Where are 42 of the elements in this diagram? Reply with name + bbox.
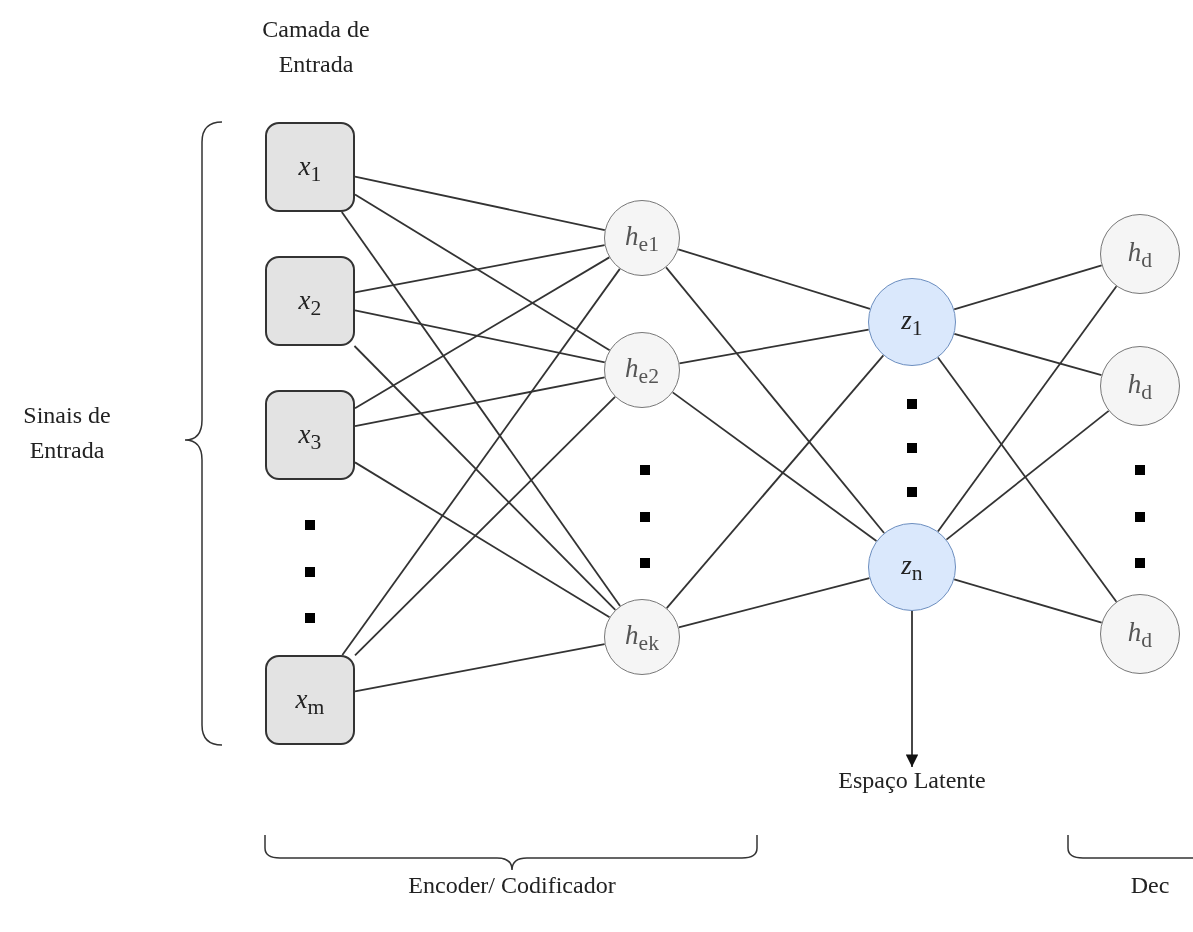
connection-line <box>945 409 1110 541</box>
input-node-box: x$_{1}$ <box>265 122 355 212</box>
layer-title: Camada de Entrada <box>261 15 371 79</box>
connection-line <box>354 193 611 352</box>
input-signals-label: Sinais de Entrada <box>22 401 112 465</box>
neuron-circle: h$_{d}$ <box>1100 594 1180 674</box>
input-node-box: x$_{2}$ <box>265 256 355 346</box>
connection-line <box>671 391 878 542</box>
connection-line <box>354 244 606 294</box>
connection-line <box>953 578 1103 624</box>
connection-line <box>937 285 1118 533</box>
connection-line <box>937 356 1118 603</box>
arrow <box>905 610 919 768</box>
connection-line <box>677 248 871 310</box>
connection-line <box>353 345 617 611</box>
encoder-label: Encoder/ Codificador <box>407 871 617 900</box>
neuron-circle: h$_{e1}$ <box>604 200 680 276</box>
neuron-circle: h$_{e2}$ <box>604 332 680 408</box>
input-node-box: x$_{3}$ <box>265 390 355 480</box>
connection-line <box>354 175 606 231</box>
connection-line <box>677 577 871 629</box>
connection-line <box>354 461 611 619</box>
neuron-circle: h$_{d}$ <box>1100 346 1180 426</box>
connection-line <box>953 264 1103 311</box>
connection-line <box>678 328 870 365</box>
connection-line <box>665 266 885 534</box>
connection-line <box>341 267 621 656</box>
neuron-circle: h$_{d}$ <box>1100 214 1180 294</box>
latent-space-label: Espaço Latente <box>812 767 1012 803</box>
connection-line <box>354 376 606 428</box>
connection-line <box>354 395 616 657</box>
connection-line <box>354 256 611 410</box>
decoder-label: Dec <box>1129 871 1171 900</box>
connection-line <box>354 309 606 364</box>
input-node-box: x$_{m}$ <box>265 655 355 745</box>
connection-line <box>665 354 885 610</box>
connection-line <box>340 211 621 607</box>
connection-line <box>354 643 606 693</box>
latent-neuron-circle: z$_{n}$ <box>868 523 956 611</box>
connection-line <box>953 333 1103 377</box>
neuron-circle: h$_{ek}$ <box>604 599 680 675</box>
latent-neuron-circle: z$_{1}$ <box>868 278 956 366</box>
